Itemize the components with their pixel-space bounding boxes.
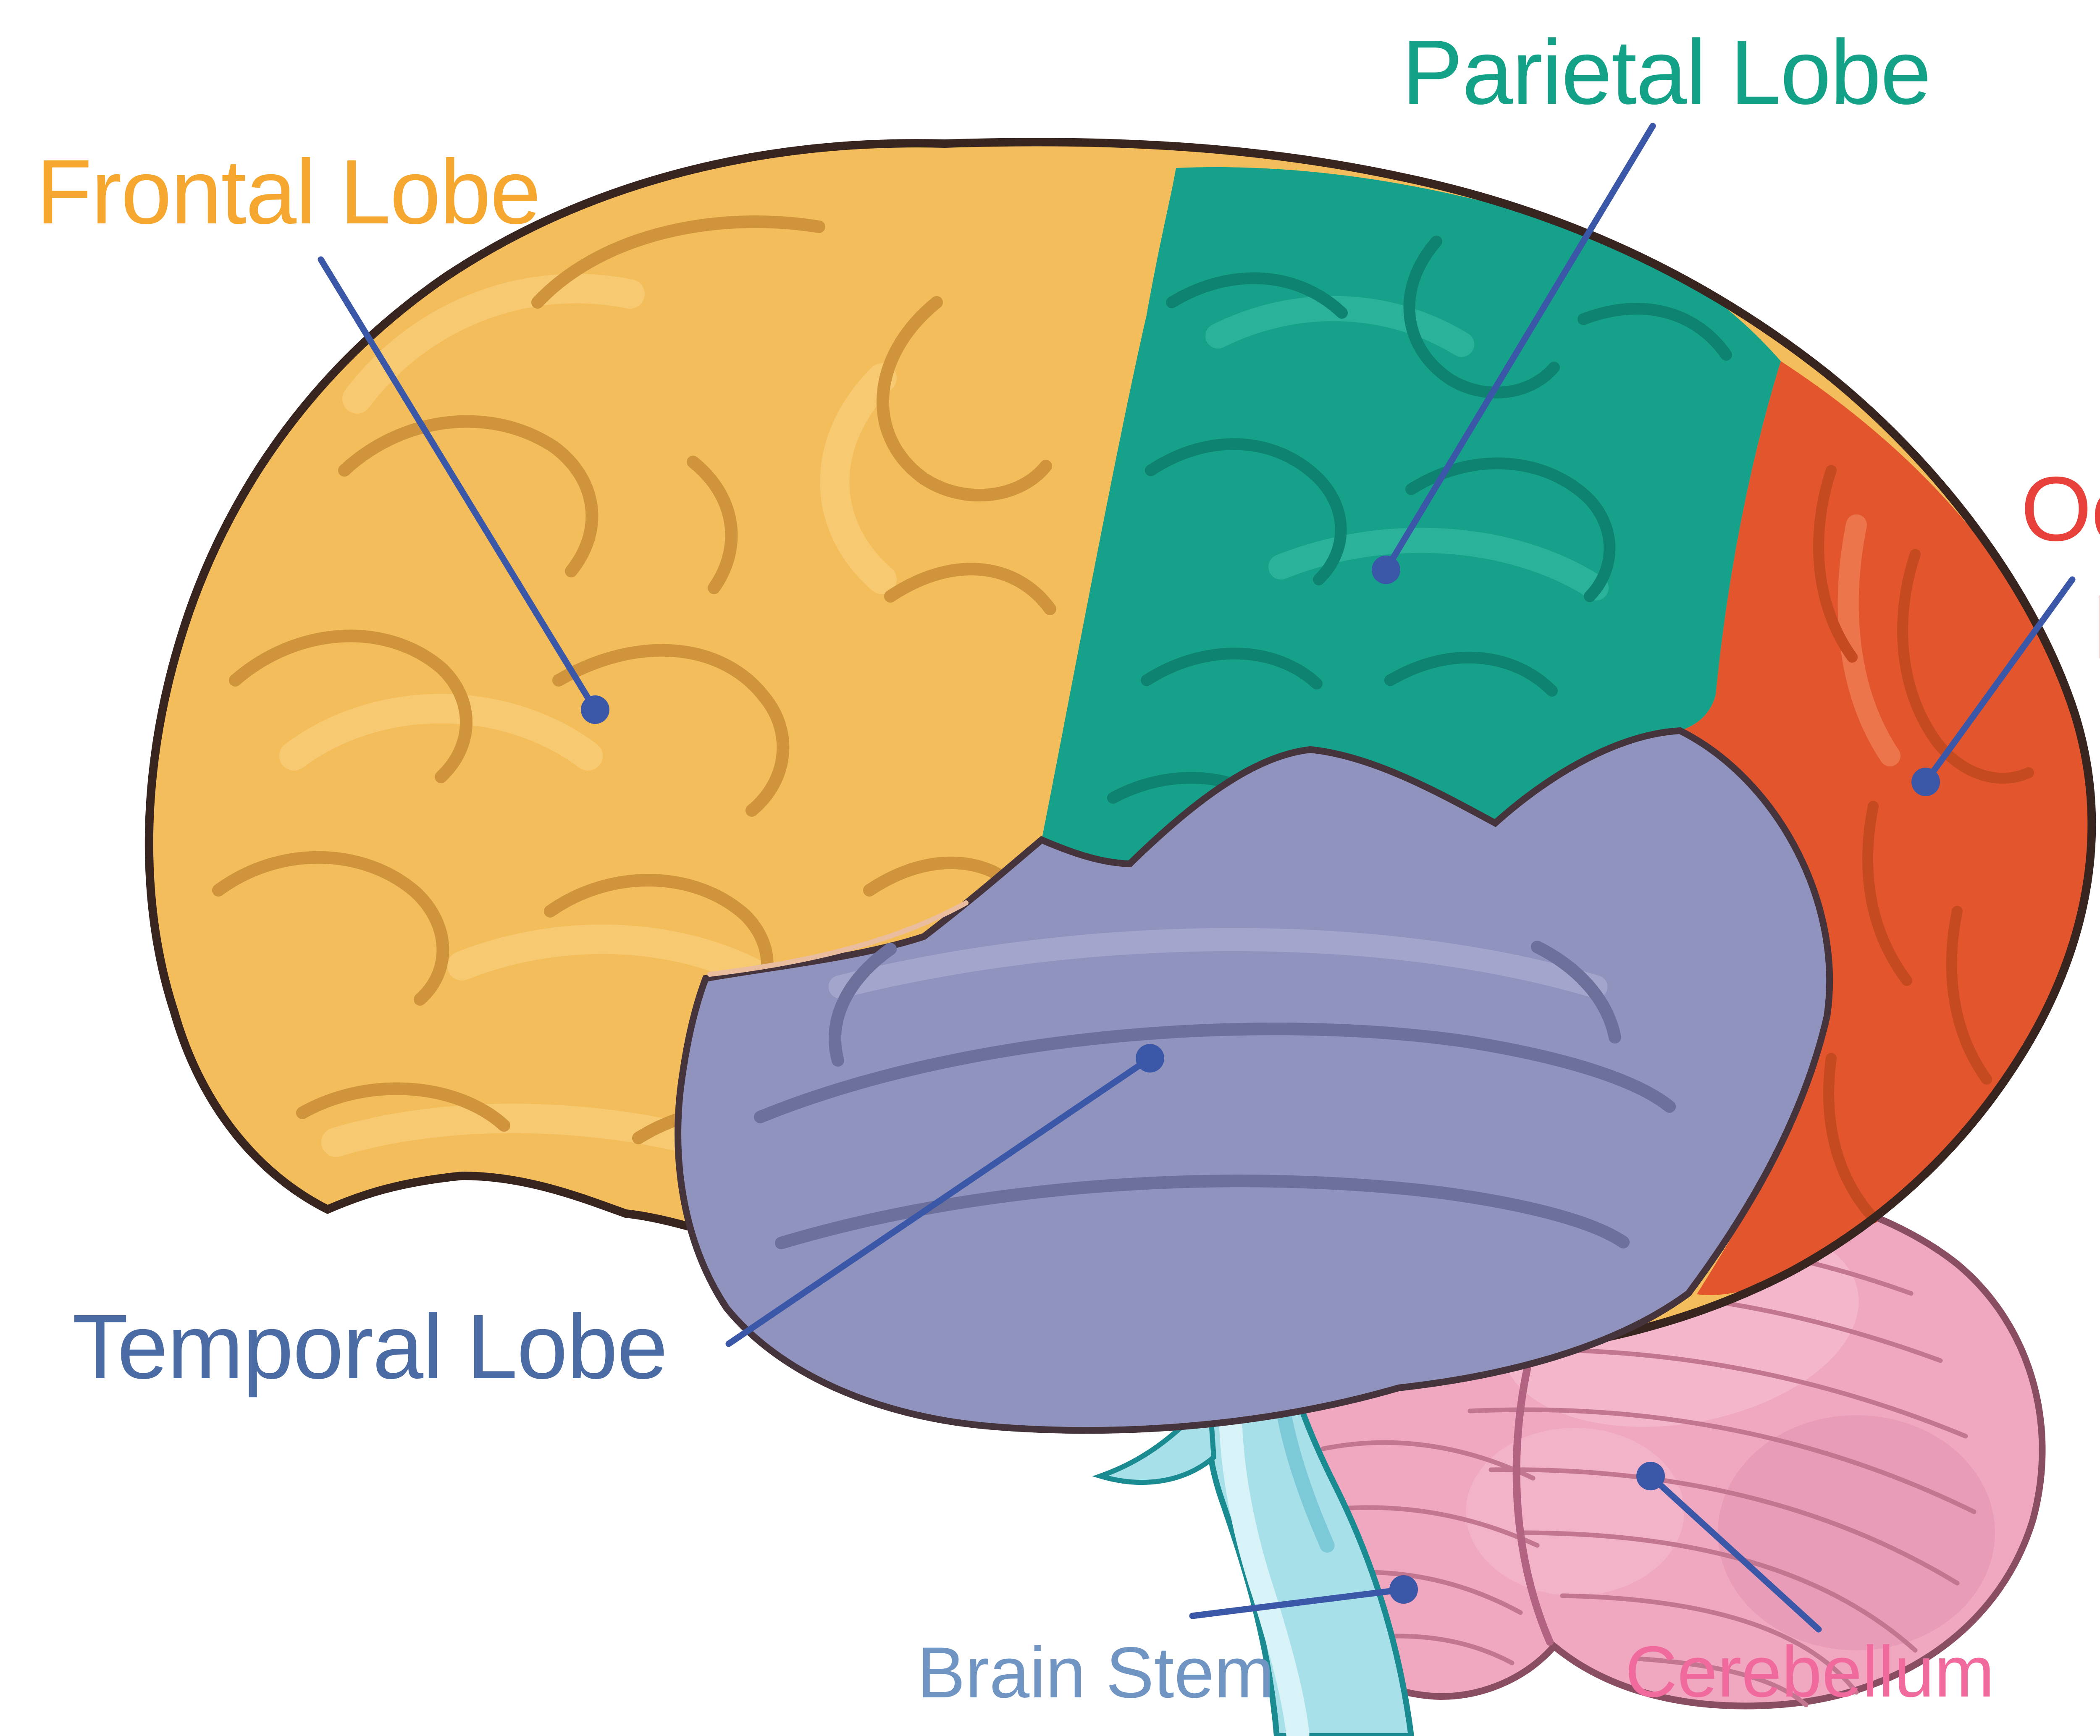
occipital-lobe-label: Occipital Lobe [2021, 458, 2100, 678]
occipital-lobe-region [1680, 361, 2092, 1295]
cerebellum-highlight-2 [1466, 1428, 1684, 1596]
temporal-lobe-label: Temporal Lobe [72, 1296, 668, 1398]
occipital-leader-dot [1911, 768, 1940, 796]
cerebellum-label: Cerebellum [1625, 1631, 1995, 1712]
cerebellum-crease [1512, 1340, 1554, 1646]
brain-stem-label: Brain Stem [917, 1632, 1275, 1713]
cerebellum-leader-dot [1636, 1462, 1665, 1490]
temporal-gyri [754, 941, 1676, 1249]
temporal-lobe-region [675, 727, 1833, 1434]
parietal-gyri [1107, 236, 1732, 808]
brain-stem-highlight [1218, 1353, 1310, 1736]
parietal-leader-line [1383, 123, 1656, 573]
occipital-leader-line [1922, 576, 2076, 785]
cerebellum-leader-line [1647, 1473, 1822, 1633]
leader-lines [318, 123, 2076, 1633]
parietal-leader-dot [1372, 556, 1400, 584]
temporal-leader-dot [1136, 1044, 1164, 1073]
occipital-gyri [1813, 465, 2034, 1223]
parietal-lobe-label: Parietal Lobe [1402, 21, 1932, 123]
brain-stem-leader-dot [1389, 1575, 1418, 1604]
temporal-gyri-highlights [828, 928, 1608, 999]
temporal-edge-sliver [707, 900, 969, 977]
frontal-leader-line [318, 256, 598, 713]
frontal-lobe-label: Frontal Lobe [36, 141, 541, 243]
temporal-leader-line [725, 1055, 1153, 1347]
brain-stem-leader-line [1189, 1586, 1407, 1619]
frontal-leader-dot [581, 695, 609, 724]
brain-stem-branch [1092, 1392, 1217, 1485]
